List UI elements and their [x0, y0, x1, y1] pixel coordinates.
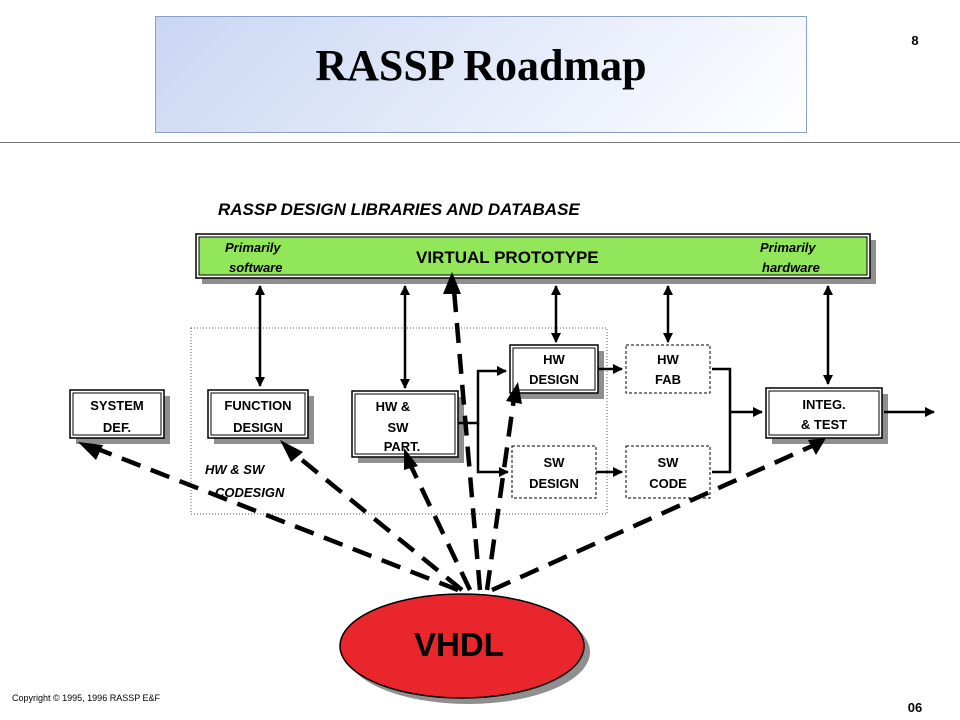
vhdl-arrowhead-function — [280, 440, 303, 462]
vp-right-note-1: Primarily — [760, 240, 816, 255]
box-integ-test — [765, 387, 888, 444]
hw-fab-label-2: FAB — [655, 372, 681, 387]
codesign-label-1: HW & SW — [205, 462, 265, 477]
sw-design-label-2: DESIGN — [529, 476, 579, 491]
vhdl-arrowhead-prototype — [443, 272, 461, 294]
box-hw-fab — [625, 344, 711, 394]
vhdl-arrow-hwdesign — [484, 397, 517, 591]
function-design-label-2: DESIGN — [233, 420, 283, 435]
copyright-text: Copyright © 1995, 1996 RASSP E&F — [12, 693, 161, 703]
header-divider — [0, 142, 960, 143]
codesign-region — [190, 327, 608, 515]
vhdl-arrowhead-hwdesign — [506, 382, 522, 404]
box-system-def — [69, 389, 170, 444]
vp-left-note-1: Primarily — [225, 240, 281, 255]
sw-design-label-1: SW — [543, 455, 565, 470]
flow-join-bracket — [712, 367, 732, 474]
box-sw-code — [625, 445, 711, 499]
vhdl-arrow-prototype — [451, 289, 483, 591]
function-design-label-1: FUNCTION — [224, 398, 292, 413]
vp-title: VIRTUAL PROTOTYPE — [416, 248, 599, 267]
box-hw-sw-part — [351, 390, 464, 463]
vhdl-arrow-partition — [407, 463, 473, 591]
hw-sw-part-label-3: PART. — [383, 439, 421, 454]
page-number: 8 — [911, 33, 919, 48]
slide-code: 06 — [907, 700, 923, 715]
page-title: RASSP Roadmap — [315, 41, 647, 90]
vp-left-note-2: software — [229, 260, 283, 275]
sw-code-label-2: CODE — [649, 476, 687, 491]
system-def-label-1: SYSTEM — [90, 398, 144, 413]
flow-to-hwdesign — [458, 366, 507, 425]
vhdl-arrow-function — [290, 450, 464, 592]
integ-test-label-1: INTEG. — [802, 397, 846, 412]
hw-design-label-1: HW — [543, 352, 565, 367]
box-function-design — [207, 389, 314, 444]
box-sw-design — [511, 445, 597, 499]
vhdl-arrowhead-partition — [404, 448, 418, 470]
system-def-label-2: DEF. — [102, 420, 132, 435]
title-banner — [155, 16, 807, 133]
hw-sw-part-label-1: HW & — [375, 399, 411, 414]
hw-sw-part-label-2: SW — [387, 420, 409, 435]
vhdl-label: VHDL — [414, 626, 504, 663]
vhdl-arrowhead-system — [78, 442, 103, 460]
box-hw-design — [509, 344, 604, 399]
hw-fab-label-1: HW — [657, 352, 679, 367]
vhdl-ellipse — [339, 593, 590, 704]
libraries-heading: RASSP DESIGN LIBRARIES AND DATABASE — [218, 200, 580, 219]
vhdl-arrow-integ — [491, 443, 813, 593]
vhdl-arrow-system — [89, 443, 459, 593]
codesign-label-2: CODESIGN — [215, 485, 285, 500]
sw-code-label-1: SW — [657, 455, 679, 470]
vhdl-arrowhead-integ — [808, 438, 826, 455]
integ-test-label-2: & TEST — [800, 417, 848, 432]
flow-to-swdesign — [476, 423, 509, 477]
virtual-prototype-bar — [195, 233, 876, 284]
vp-right-note-2: hardware — [762, 260, 820, 275]
hw-design-label-2: DESIGN — [529, 372, 579, 387]
